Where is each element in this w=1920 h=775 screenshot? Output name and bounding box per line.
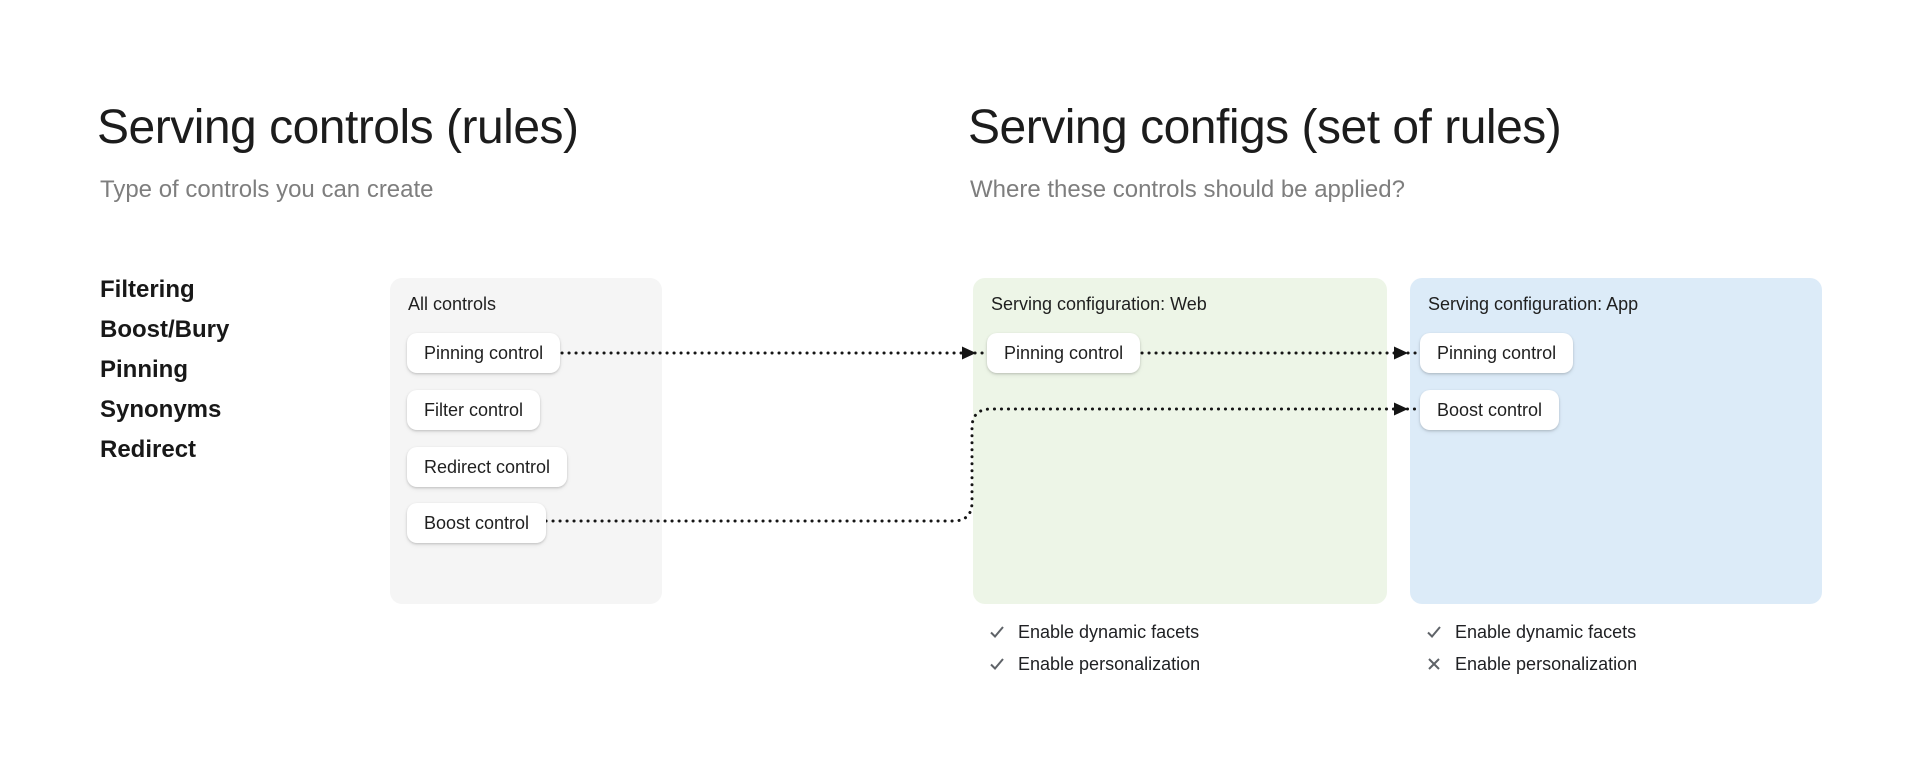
app-feature-list: Enable dynamic facets Enable personaliza… (1425, 616, 1637, 680)
app-chip-pinning-control: Pinning control (1420, 333, 1574, 373)
control-type-boost-bury: Boost/Bury (100, 316, 230, 343)
control-type-pinning: Pinning (100, 356, 188, 383)
chip-pinning-control: Pinning control (407, 333, 561, 373)
check-icon (990, 658, 1004, 670)
control-type-synonyms: Synonyms (100, 396, 222, 423)
right-section-title: Serving configs (set of rules) (968, 101, 1562, 154)
feature-label: Enable personalization (1455, 653, 1638, 674)
app-config-panel: Serving configuration: App Pinning contr… (1410, 278, 1822, 604)
web-feature-list: Enable dynamic facets Enable personaliza… (988, 616, 1200, 680)
arrowhead-pinning-web-to-app (1394, 346, 1408, 360)
feature-row: Enable personalization (988, 648, 1200, 680)
feature-label: Enable personalization (1018, 653, 1201, 674)
chip-redirect-control: Redirect control (407, 447, 568, 487)
feature-row: Enable dynamic facets (988, 616, 1200, 648)
arrowhead-boost-to-app (1394, 402, 1408, 416)
feature-label: Enable dynamic facets (1018, 621, 1200, 642)
x-icon (1428, 658, 1440, 670)
left-section-subtitle: Type of controls you can create (100, 176, 434, 203)
app-config-panel-label: Serving configuration: App (1428, 294, 1639, 314)
web-chip-pinning-control: Pinning control (987, 333, 1141, 373)
all-controls-panel-label: All controls (408, 294, 497, 314)
control-type-list: Filtering Boost/Bury Pinning Synonyms Re… (100, 270, 229, 470)
chip-boost-control: Boost control (407, 503, 547, 543)
left-section-title: Serving controls (rules) (97, 101, 579, 154)
feature-row: Enable personalization (1425, 648, 1637, 680)
right-section-subtitle: Where these controls should be applied? (970, 176, 1405, 203)
check-icon (990, 626, 1004, 638)
control-type-filtering: Filtering (100, 276, 195, 303)
check-icon (1427, 626, 1441, 638)
web-config-panel-label: Serving configuration: Web (991, 294, 1207, 314)
chip-filter-control: Filter control (407, 390, 541, 430)
control-type-redirect: Redirect (100, 436, 197, 463)
feature-label: Enable dynamic facets (1455, 621, 1637, 642)
app-chip-boost-control: Boost control (1420, 390, 1560, 430)
feature-row: Enable dynamic facets (1425, 616, 1637, 648)
web-config-panel: Serving configuration: Web Pinning contr… (973, 278, 1387, 604)
all-controls-panel: All controls Pinning control Filter cont… (390, 278, 662, 604)
